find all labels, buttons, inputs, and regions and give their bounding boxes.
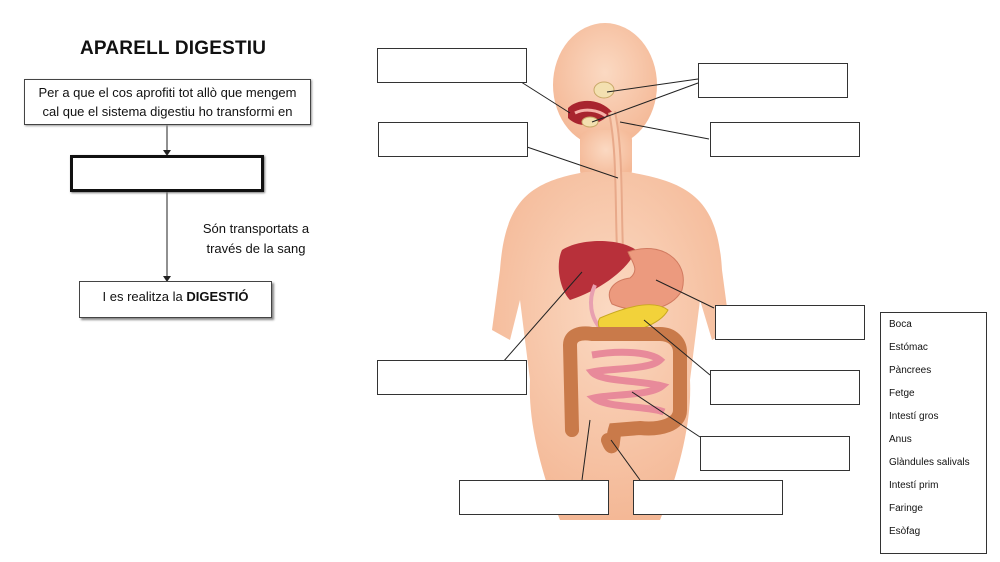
label-box-esophagus[interactable] [378,122,528,157]
intro-box: Per a que el cos aprofiti tot allò que m… [24,79,311,125]
label-box-anus[interactable] [633,480,783,515]
word-bank-item[interactable]: Pàncrees [889,365,932,376]
small-intestine-shape [585,348,670,416]
word-bank-item[interactable]: Estómac [889,342,928,353]
transport-note: Són transportats a través de la sang [196,219,316,259]
word-bank-item[interactable]: Faringe [889,503,923,514]
word-bank-item[interactable]: Intestí gros [889,411,939,422]
word-bank-item[interactable]: Glàndules salivals [889,457,970,468]
word-bank-item[interactable]: Fetge [889,388,915,399]
leader-lines [166,78,715,481]
large-intestine-shape [562,326,687,454]
word-bank-item[interactable]: Intestí prim [889,480,939,491]
liver-shape [558,241,636,300]
digestion-emphasis: DIGESTIÓ [186,289,249,304]
salivary-glands [581,81,615,128]
intro-line-2: cal que el sistema digestiu ho transform… [42,104,293,119]
label-box-stomach[interactable] [715,305,865,340]
digestion-box: I es realitza la DIGESTIÓ [79,281,272,318]
label-box-small-intestine[interactable] [700,436,850,471]
word-bank-item[interactable]: Esòfag [889,526,921,537]
intro-line-1: Per a que el cos aprofiti tot allò que m… [38,85,297,100]
label-box-pharynx[interactable] [710,122,860,157]
label-box-liver[interactable] [377,360,527,395]
transport-line-2: través de la sang [206,241,306,256]
label-box-mouth[interactable] [377,48,527,83]
arrow-head-2 [163,276,171,282]
word-bank-item[interactable]: Anus [889,434,912,445]
stomach-shape [608,247,684,311]
label-box-salivary-glands[interactable] [698,63,848,98]
digestion-prefix: I es realitza la [102,289,183,304]
answer-box-nutrients[interactable] [70,155,264,192]
label-box-large-intestine[interactable] [459,480,609,515]
transport-line-1: Són transportats a [202,221,310,236]
word-bank: Boca Estómac Pàncrees Fetge Intestí gros… [880,312,987,554]
page-title: APARELL DIGESTIU [80,38,267,59]
label-box-pancreas[interactable] [710,370,860,405]
word-bank-item[interactable]: Boca [889,319,912,330]
arrow-head-1 [163,150,171,156]
